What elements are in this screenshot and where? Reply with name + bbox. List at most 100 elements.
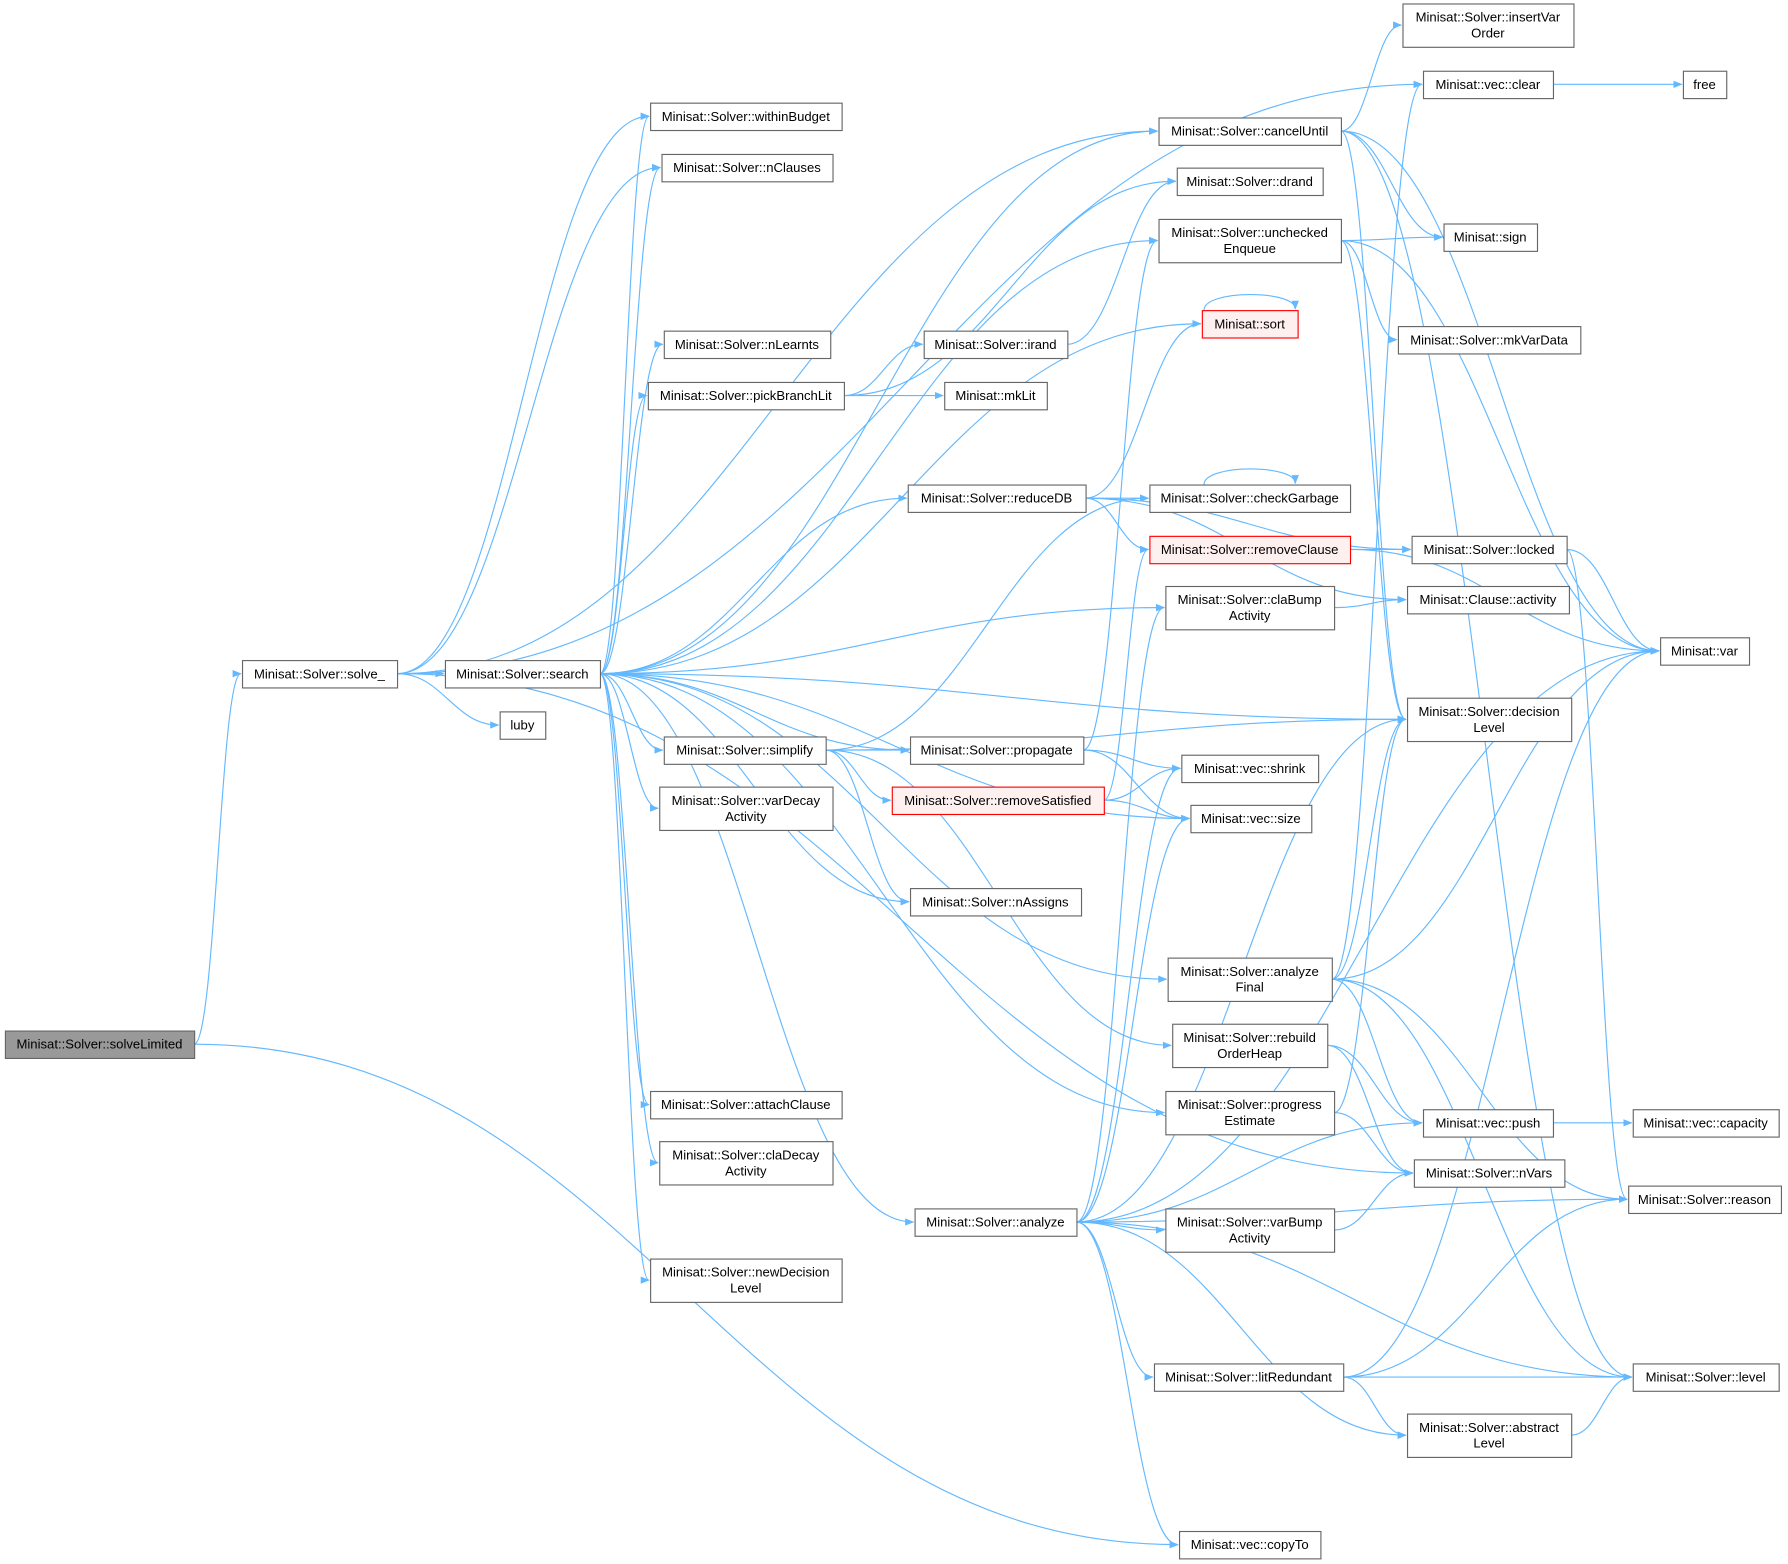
node-label: Minisat::Solver::attachClause (661, 1097, 831, 1112)
node-pickBranchLit[interactable]: Minisat::Solver::pickBranchLit (647, 381, 845, 411)
node-solveLimited[interactable]: Minisat::Solver::solveLimited (4, 1030, 196, 1060)
node-box (1181, 754, 1320, 784)
edge-analyze-to-reason (1076, 1195, 1628, 1223)
node-label: Minisat::Solver::nVars (1426, 1166, 1553, 1181)
node-label: Activity (725, 809, 767, 824)
node-box (663, 736, 827, 765)
node-free[interactable]: free (1682, 70, 1728, 100)
node-box (909, 736, 1085, 765)
node-vecPush[interactable]: Minisat::vec::push (1422, 1109, 1555, 1138)
edge-search-to-uncheckedEnqueue (599, 236, 1159, 675)
node-label: Minisat::Solver::rebuild (1183, 1030, 1315, 1045)
node-label: Activity (725, 1163, 767, 1178)
node-cancelUntil[interactable]: Minisat::Solver::cancelUntil (1158, 117, 1342, 146)
edge-reduceDB-to-sort (1085, 320, 1202, 499)
node-label: Minisat::Solver::reason (1638, 1192, 1771, 1207)
node-propagate[interactable]: Minisat::Solver::propagate (909, 736, 1085, 765)
node-reduceDB[interactable]: Minisat::Solver::reduceDB (907, 484, 1087, 513)
node-box (1172, 1023, 1329, 1069)
node-label: Minisat::Solver::irand (934, 337, 1056, 352)
edge-solveLimited-to-solve_ (193, 670, 242, 1045)
edge-search-to-attachClause (599, 673, 650, 1109)
node-box (1165, 585, 1336, 631)
node-search[interactable]: Minisat::Solver::search (444, 660, 602, 689)
edge-analyzeFinal-to-var (1331, 647, 1660, 980)
node-label: Minisat::vec::capacity (1643, 1115, 1768, 1130)
node-box (663, 330, 832, 360)
node-mkVarData[interactable]: Minisat::Solver::mkVarData (1397, 326, 1582, 355)
node-analyze[interactable]: Minisat::Solver::analyze (914, 1208, 1078, 1237)
node-var[interactable]: Minisat::var (1660, 637, 1751, 666)
node-attachClause[interactable]: Minisat::Solver::attachClause (650, 1090, 843, 1120)
node-reason[interactable]: Minisat::Solver::reason (1628, 1185, 1783, 1215)
node-nClauses[interactable]: Minisat::Solver::nClauses (661, 153, 834, 183)
node-vecSize[interactable]: Minisat::vec::size (1190, 804, 1313, 834)
edge-pickBranchLit-to-irand (843, 340, 924, 397)
edge-propagate-to-vecSize (1083, 749, 1191, 823)
edge-rebuildOrderHeap-to-nVars (1327, 1044, 1414, 1177)
node-locked[interactable]: Minisat::Solver::locked (1411, 535, 1568, 565)
node-copyTo[interactable]: Minisat::vec::copyTo (1178, 1530, 1322, 1560)
edge-search-to-pickBranchLit (599, 392, 648, 675)
node-label: Minisat::vec::copyTo (1191, 1537, 1309, 1552)
node-label: luby (510, 718, 534, 733)
edge-locked-to-var (1566, 548, 1660, 655)
node-label: Minisat::Solver::litRedundant (1165, 1370, 1332, 1385)
node-luby[interactable]: luby (499, 711, 547, 740)
node-label: Level (1473, 720, 1504, 735)
node-label: Minisat::var (1671, 643, 1739, 658)
node-withinBudget[interactable]: Minisat::Solver::withinBudget (650, 102, 843, 132)
node-level[interactable]: Minisat::Solver::level (1632, 1363, 1780, 1392)
node-vecClear[interactable]: Minisat::vec::clear (1422, 70, 1555, 100)
node-label: Activity (1229, 1231, 1271, 1246)
node-sort[interactable]: Minisat::sort (1201, 310, 1299, 339)
node-clauseActivity[interactable]: Minisat::Clause::activity (1406, 585, 1570, 615)
node-box (4, 1030, 196, 1060)
node-mkLit[interactable]: Minisat::mkLit (944, 381, 1048, 411)
node-label: Minisat::Solver::varBump (1177, 1215, 1323, 1230)
node-solve_[interactable]: Minisat::Solver::solve_ (241, 660, 399, 689)
node-label: Minisat::sign (1454, 230, 1527, 245)
node-checkGarbage[interactable]: Minisat::Solver::checkGarbage (1149, 484, 1352, 513)
edge-cancelUntil-to-decisionLevel (1340, 130, 1407, 723)
edge-analyze-to-var (1076, 647, 1660, 1223)
node-box (923, 330, 1069, 360)
node-box (659, 786, 834, 832)
node-simplify[interactable]: Minisat::Solver::simplify (663, 736, 827, 765)
node-box (1165, 1208, 1336, 1253)
node-shrink[interactable]: Minisat::vec::shrink (1181, 754, 1320, 784)
node-label: Level (730, 1281, 761, 1296)
node-box (1660, 637, 1751, 666)
node-nVars[interactable]: Minisat::Solver::nVars (1413, 1159, 1566, 1188)
node-nAssigns[interactable]: Minisat::Solver::nAssigns (909, 888, 1083, 917)
node-label: Minisat::Solver::cancelUntil (1171, 124, 1328, 139)
node-nLearnts[interactable]: Minisat::Solver::nLearnts (663, 330, 832, 360)
node-sign[interactable]: Minisat::sign (1443, 223, 1539, 252)
node-removeClause[interactable]: Minisat::Solver::removeClause (1149, 535, 1352, 565)
edge-litRedundant-to-var (1343, 647, 1660, 1378)
node-removeSatisfied[interactable]: Minisat::Solver::removeSatisfied (891, 786, 1105, 816)
node-box (1632, 1363, 1780, 1392)
node-litRedundant[interactable]: Minisat::Solver::litRedundant (1153, 1363, 1345, 1392)
node-label: Enqueue (1223, 241, 1275, 256)
edge-search-to-analyze (599, 673, 915, 1226)
node-capacity[interactable]: Minisat::vec::capacity (1632, 1109, 1780, 1138)
edge-removeSatisfied-to-shrink (1103, 764, 1182, 801)
node-drand[interactable]: Minisat::Solver::drand (1176, 167, 1324, 197)
edge-cancelUntil-to-insertVarOrder (1340, 21, 1403, 132)
node-box (1443, 223, 1539, 252)
node-label: Minisat::vec::push (1436, 1115, 1541, 1130)
node-irand[interactable]: Minisat::Solver::irand (923, 330, 1069, 360)
